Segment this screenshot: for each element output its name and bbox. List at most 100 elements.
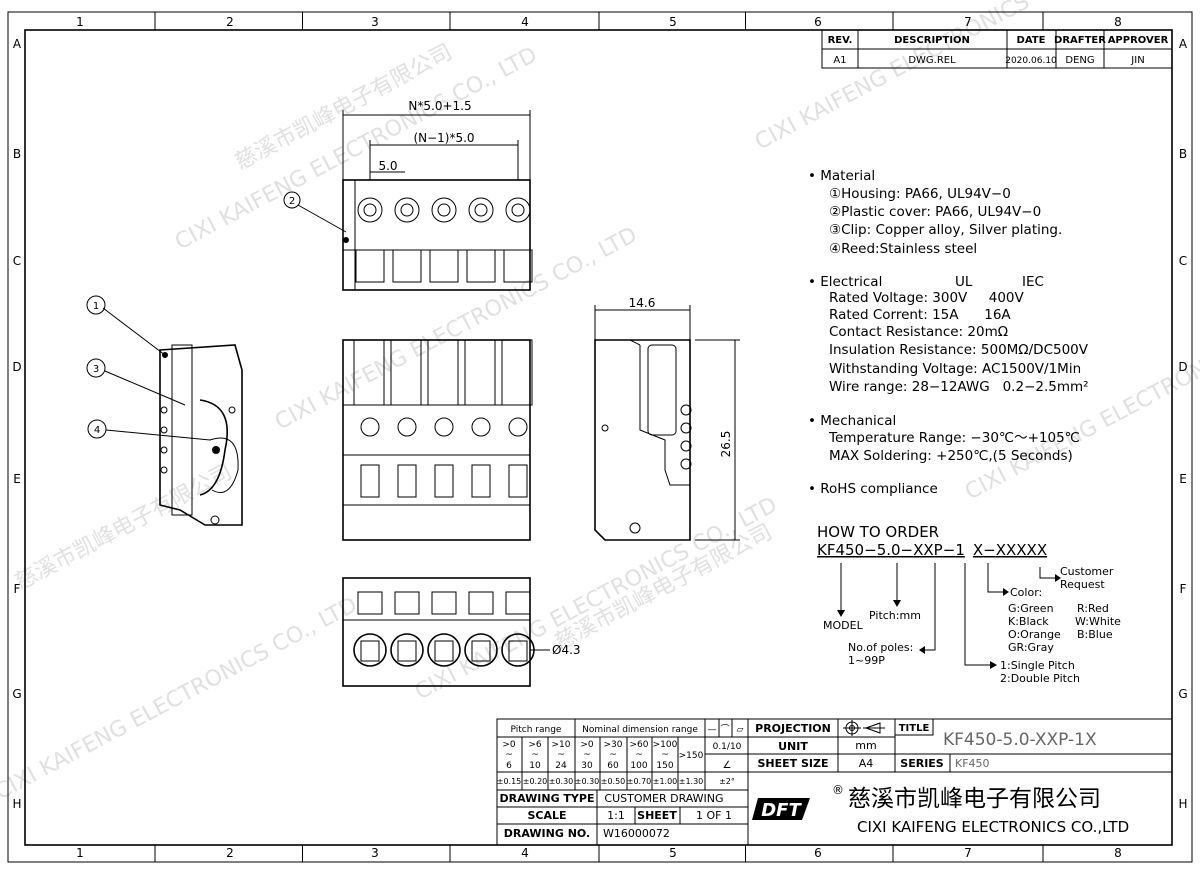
pole-slot [466, 249, 496, 283]
sheet-size-label: SHEET SIZE [758, 757, 829, 770]
flatness-symbol: ▱ [737, 725, 744, 735]
order-title: HOW TO ORDER [817, 523, 939, 541]
drafter-value: DENG [1065, 55, 1094, 66]
zone-row-label: C [13, 254, 21, 268]
zone-row-label: H [1178, 797, 1187, 811]
order-pitch-type: 2:Double Pitch [1000, 672, 1080, 685]
tolerance-value: ±0.30 [549, 777, 574, 786]
zone-column-label: 2 [226, 15, 234, 29]
zone-column-label: 8 [1114, 15, 1122, 29]
order-pitch-label: Pitch:mm [869, 609, 921, 622]
screw-head [474, 203, 488, 217]
tolerance-value: ±1.00 [653, 777, 678, 786]
sheet-value: 1 OF 1 [696, 809, 732, 822]
order-poles-range: 1~99P [848, 654, 885, 667]
range-tilde: ~ [557, 750, 565, 760]
tolerance-value: ±0.30 [575, 777, 600, 786]
tolerance-value: ±0.20 [523, 777, 548, 786]
screw-outline [431, 197, 457, 223]
pole-top [353, 339, 385, 406]
wire-hole [353, 633, 387, 667]
material-item: ①Housing: PA66, UL94V−0 [829, 186, 1011, 202]
sheet-size-value: A4 [859, 757, 874, 770]
electrical-iec-header: IEC [1022, 274, 1044, 290]
mechanical-item: MAX Soldering: +250℃,(5 Seconds) [829, 448, 1073, 464]
unit-label: UNIT [778, 740, 808, 753]
wire-hole [464, 633, 498, 667]
dim-pitch: 5.0 [378, 159, 397, 173]
drawing-type-label: DRAWING TYPE [500, 792, 595, 805]
section-view: 1 3 4 [86, 295, 243, 526]
description-header: DESCRIPTION [894, 35, 970, 46]
dim-depth: 14.6 [629, 296, 656, 310]
pole-hole [434, 417, 454, 437]
straightness-symbol: — [708, 725, 717, 735]
logo-text: DFT [761, 800, 802, 821]
pole-top [464, 339, 496, 406]
drawing-no-value: W16000072 [603, 827, 670, 840]
projection-symbol-icon [843, 720, 885, 736]
pole-window [434, 464, 454, 498]
wire-hole-inner [471, 640, 491, 662]
top-view: N*5.0+1.5 (N−1)*5.0 5.0 2 [283, 99, 533, 291]
zone-column-label: 1 [76, 846, 84, 860]
tolerance-value: ±0.50 [601, 777, 626, 786]
wire-hole-inner [434, 640, 454, 662]
rohs: • RoHS compliance [808, 481, 938, 497]
range-tilde: ~ [635, 750, 643, 760]
watermark-en: CIXI KAIFENG ELECTRONICS CO., LTD [411, 493, 781, 706]
angle-symbol: ∠ [723, 760, 732, 771]
zone-column-label: 6 [814, 846, 822, 860]
drawing-type-value: CUSTOMER DRAWING [604, 792, 723, 805]
electrical-item: Contact Resistance: 20mΩ [829, 324, 1008, 340]
range-max: 30 [581, 761, 593, 771]
range-max: 10 [529, 761, 541, 771]
zone-row-label: G [1178, 687, 1187, 701]
range-max: 6 [506, 761, 512, 771]
wire-entry [468, 591, 494, 615]
electrical-item: Rated Corrent: 15A 16A [829, 307, 1011, 323]
wire-hole-inner [508, 640, 528, 662]
pole-window [397, 464, 417, 498]
range-min: >30 [604, 740, 623, 750]
color-option: W:White [1075, 615, 1121, 628]
range-min: >0 [580, 740, 594, 750]
zone-row-label: A [13, 37, 22, 51]
zone-column-label: 1 [76, 15, 84, 29]
callout-1 [86, 295, 106, 315]
color-option: B:Blue [1077, 628, 1113, 641]
zone-row-label: D [1178, 360, 1187, 374]
callout-4 [87, 419, 107, 439]
range-min: >0 [502, 740, 516, 750]
tolerance-value: ±0.15 [497, 777, 522, 786]
zone-row-label: D [12, 360, 21, 374]
tolerance-value: ±2° [719, 777, 735, 786]
scale-value: 1:1 [607, 809, 625, 822]
company-logo: DFT [752, 798, 810, 821]
specifications: • Material ①Housing: PA66, UL94V−0 ②Plas… [808, 168, 1089, 497]
range-tilde: ~ [531, 750, 539, 760]
zone-row-label: F [1180, 582, 1187, 596]
wire-hole-inner [360, 640, 380, 662]
callout-4-label: 4 [94, 425, 100, 436]
date-header: DATE [1017, 35, 1046, 46]
date-value: 2020.06.10 [1005, 56, 1057, 66]
outer-frame [7, 11, 1193, 863]
dim-span: (N−1)*5.0 [413, 131, 474, 145]
color-option: O:Orange [1008, 628, 1061, 641]
pole-hole [508, 417, 528, 437]
unit-value: mm [855, 739, 876, 752]
range-max: 100 [630, 761, 647, 771]
zone-column-label: 3 [371, 846, 379, 860]
order-poles-label: No.of poles: [848, 641, 913, 654]
watermark-en: CIXI KAIFENG ELECTRONICS CO., LTD [0, 593, 361, 806]
side-view: 14.6 26.5 [594, 296, 740, 541]
title-block: DRAWING TYPE SCALE DRAWING NO. SHEET CUS… [496, 718, 1173, 846]
wire-entry [394, 591, 420, 615]
electrical-title: • Electrical [808, 274, 882, 290]
order-customer-label: Customer [1060, 565, 1114, 578]
zone-row-label: B [1179, 147, 1187, 161]
zone-row-label: G [12, 687, 21, 701]
revision-table: REV. DESCRIPTION DATE DRAFTER APPROVER A… [821, 29, 1173, 69]
